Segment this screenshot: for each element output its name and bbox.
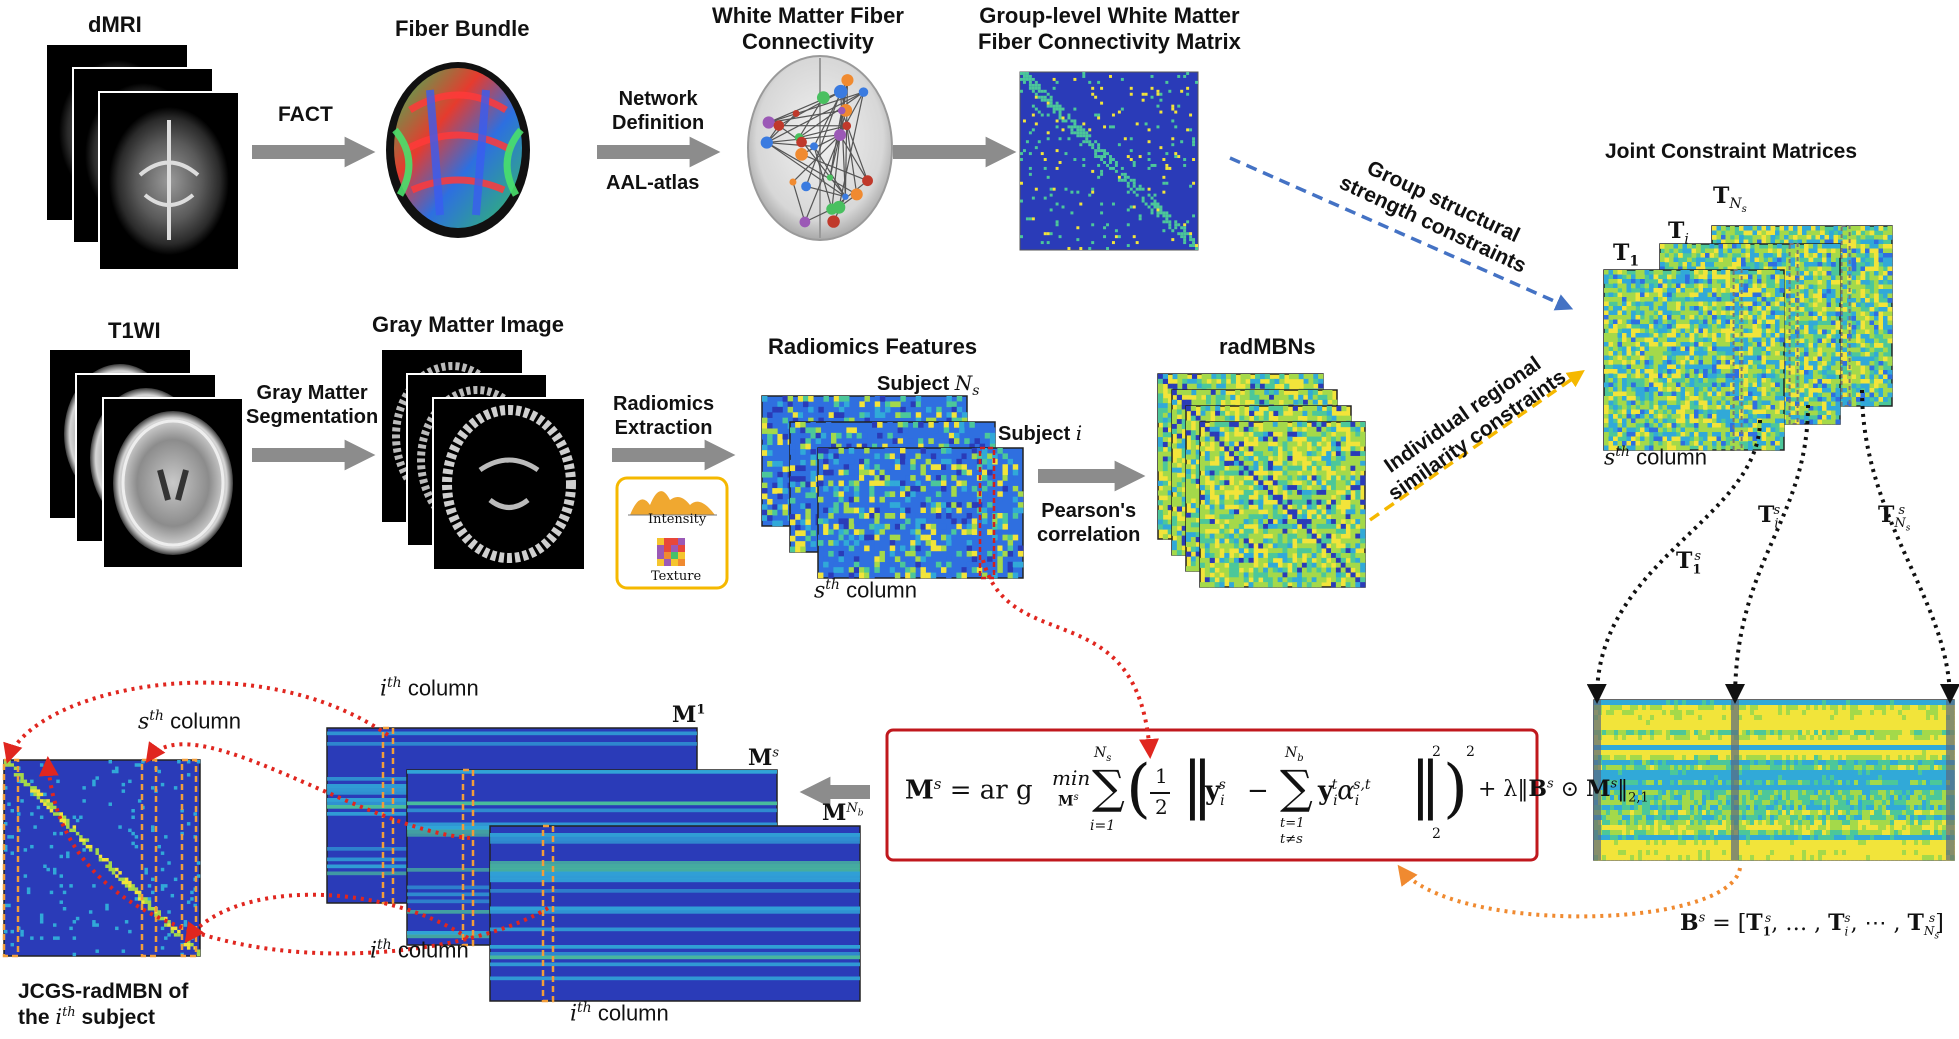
label-jcgs-radmbn: JCGS-radMBN of the ith subject <box>18 980 188 1031</box>
label-aal-atlas: AAL-atlas <box>606 172 699 196</box>
label-gray-matter-image: Gray Matter Image <box>372 312 564 338</box>
t1wi-image-stack <box>50 350 243 568</box>
label-tns: TNs <box>1713 183 1747 216</box>
label-radmbns: radMBNs <box>1219 334 1316 360</box>
label-subject-ns: Subject Ns <box>877 372 979 400</box>
label-ti: Ti <box>1668 218 1689 248</box>
label-m1: M1 <box>672 702 705 729</box>
gray-matter-image-stack <box>382 350 585 570</box>
label-joint-constraint: Joint Constraint Matrices <box>1605 140 1857 165</box>
label-texture: Texture <box>651 569 701 584</box>
arrow-label-tns: TNss <box>1878 502 1905 535</box>
glass-brain-connectivity <box>748 56 892 240</box>
label-fiber-bundle: Fiber Bundle <box>395 16 529 42</box>
group-connectivity-matrix <box>1020 72 1198 250</box>
label-sth-column-left: sth column <box>138 708 241 735</box>
arrow-label-tis: Tis <box>1758 502 1780 532</box>
label-ms: Ms <box>748 745 779 772</box>
radmbn-stack <box>1158 374 1365 587</box>
label-radiomics-features: Radiomics Features <box>768 334 977 360</box>
label-t1wi: T1WI <box>108 318 161 344</box>
fiber-bundle-image <box>386 62 530 238</box>
dmri-image-stack <box>47 45 239 270</box>
label-ith-column-bot: ith column <box>570 1000 669 1027</box>
bs-equation: Bs = [T1s, … , Tis, ⋯ , TNss] <box>1680 910 1944 942</box>
label-sth-column-rad: sth column <box>814 577 917 604</box>
joint-constraint-stack <box>1604 226 1892 450</box>
label-ith-column-top: ith column <box>380 675 479 702</box>
label-intensity: Intensity <box>648 512 706 527</box>
label-sth-column-joint: sth column <box>1604 444 1707 471</box>
label-subject-i: Subject i <box>998 422 1082 447</box>
radiomics-feature-stack <box>762 396 1023 578</box>
label-t1: T1 <box>1613 240 1639 270</box>
label-ith-column-mid: ith column <box>370 937 469 964</box>
label-mnb: MNb <box>822 800 864 827</box>
arrow-label-t1s: T1s <box>1676 548 1701 578</box>
label-dmri: dMRI <box>88 12 142 38</box>
label-fact: FACT <box>278 103 333 128</box>
jcgs-result-matrix <box>4 760 200 956</box>
